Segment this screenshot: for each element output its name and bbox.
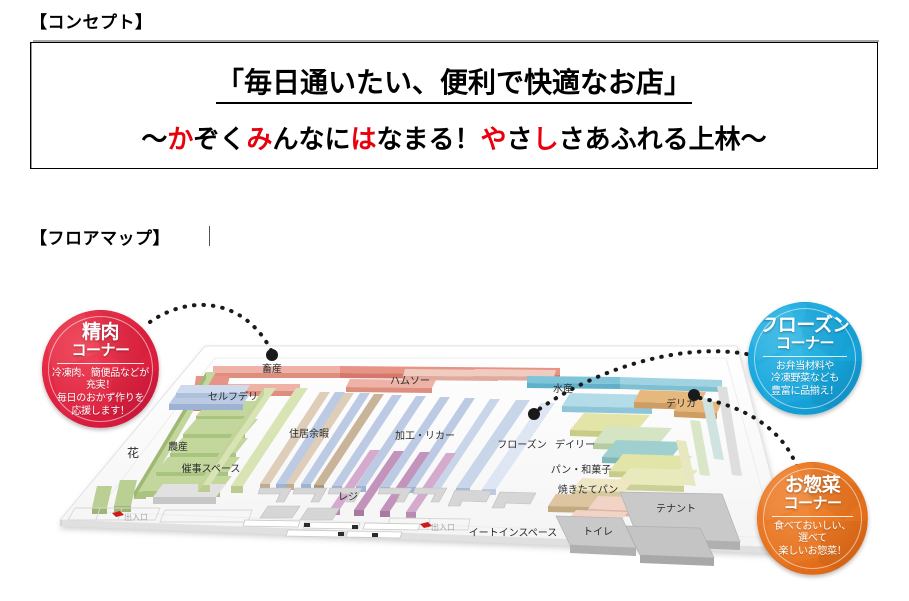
shelf-saiji-space: [153, 484, 226, 504]
text-caret: [209, 226, 210, 246]
zone-label-entrance-center: 出入口: [431, 522, 455, 532]
badge-desc-line: 冷凍野菜なども: [771, 373, 839, 385]
shelf-purple-2: [354, 451, 404, 516]
shelf-daily-5: [616, 468, 698, 492]
badge-description: お弁当材料や 冷凍野菜なども 豊富に品揃え！: [749, 361, 861, 399]
badge-desc-line: 冷凍肉、簡便品などが: [52, 367, 149, 379]
zone-label-group: 畜産 ハムソー 水産 セルフデリ 住居余暇 加工・リカー デリカ フローズン デ…: [127, 362, 696, 539]
shelf-lightgreen-long2: [231, 388, 308, 493]
zone-label-hana: 花: [127, 445, 139, 460]
concept-plain-text: ～: [141, 125, 168, 154]
badge-description: 冷凍肉、簡便品などが 充実！ 毎日のおかず作りを 応援します！: [43, 368, 158, 419]
zone-label-pan-wagashi: パン・和菓子: [551, 464, 612, 476]
connector-endpoints: [266, 349, 700, 420]
concept-highlight-char: や: [480, 125, 507, 154]
badge-title-line2: コーナー: [775, 335, 835, 353]
concept-highlight-char: は: [350, 125, 377, 154]
badge-desc-line: 充実！: [85, 380, 116, 392]
toilet-area: [555, 515, 637, 556]
badge-description: 食べておいしい、 選べて 楽しいお惣菜！: [758, 521, 867, 559]
badge-frozen-corner[interactable]: フローズン コーナー お弁当材料や 冷凍野菜なども 豊富に品揃え！: [748, 302, 862, 415]
zone-label-self-deli: セルフデリ: [208, 390, 258, 403]
badge-separator: [57, 362, 144, 364]
zone-label-yakitate-pan: 焼きたてパン: [558, 484, 619, 496]
concept-plain-text: さ: [506, 125, 533, 154]
concept-plain-text: んなに: [272, 125, 351, 154]
connector-lines: [148, 302, 802, 478]
marker-frozen: [528, 408, 540, 420]
shelf-hana-1: [114, 480, 137, 512]
cart-rail-dots: [304, 523, 378, 537]
badge-title-line1: 精肉: [81, 322, 120, 343]
shelf-lightgreen-long: [198, 388, 276, 492]
shelf-group: [67, 366, 742, 566]
marker-delica: [688, 389, 700, 401]
zone-label-entrance-left: 出入口: [124, 512, 148, 522]
connector-frozen: [536, 349, 758, 412]
checkout-group: [257, 487, 537, 521]
badge-desc-line: お弁当材料や: [775, 360, 835, 372]
badge-title: お惣菜 コーナー: [758, 476, 867, 512]
zone-label-register: レジ: [338, 492, 358, 503]
badge-separator: [763, 355, 847, 357]
concept-slogan-secondary: ～かぞくみんなにはなまる！やさしさあふれる上林～: [31, 119, 877, 156]
zone-label-hamuso: ハムソー: [390, 375, 430, 387]
shelf-right-wall: [676, 386, 742, 486]
concept-plain-text: さあふれる上林～: [558, 125, 767, 154]
concept-plain-text: なまる！: [376, 125, 481, 154]
badge-desc-line: 食べておいしい、: [774, 520, 851, 532]
floormap-heading: 【フロアマップ】: [30, 229, 170, 248]
zone-label-delica: デリカ: [666, 397, 696, 410]
marker-chikusan: [266, 349, 278, 361]
zone-label-toilet: トイレ: [583, 527, 613, 538]
zone-label-jukyo-yoka: 住居余暇: [289, 427, 329, 440]
concept-highlight-char: し: [532, 125, 559, 154]
badge-title-line2: コーナー: [71, 342, 130, 360]
shelf-purple-4: [406, 453, 456, 518]
concept-highlight-char: か: [167, 125, 194, 154]
badge-title: 精肉 コーナー: [43, 323, 158, 359]
concept-highlight-char: み: [246, 125, 273, 154]
concept-box: 「毎日通いたい、便利で快適なお店」 ～かぞくみんなにはなまる！やさしさあふれる上…: [30, 40, 879, 169]
shelf-self-deli-2: [176, 385, 250, 398]
entrance-door-marks: [112, 511, 432, 528]
badge-desc-line: 楽しいお惣菜！: [778, 546, 847, 558]
zone-label-daily: デイリー: [555, 438, 595, 451]
concept-heading: 【コンセプト】: [30, 13, 153, 32]
badge-title: フローズン コーナー: [749, 316, 861, 352]
badge-title-line1: お惣菜: [784, 475, 841, 496]
shelf-hana-2: [92, 486, 112, 514]
concept-slogan-primary-text: 「毎日通いたい、便利で快適なお店」: [215, 68, 692, 104]
zone-label-tenant: テナント: [656, 503, 696, 515]
badge-separator: [772, 515, 853, 517]
concept-slogan-primary: 「毎日通いたい、便利で快適なお店」: [31, 61, 877, 104]
tenant-area-2: [625, 525, 715, 566]
shelf-purple-3: [380, 452, 430, 517]
zone-label-saiji-space: 催事スペース: [182, 462, 241, 475]
zone-label-chikusan: 畜産: [262, 362, 282, 375]
concept-plain-text: ぞく: [193, 125, 247, 154]
floormap-illustration: 畜産 ハムソー 水産 セルフデリ 住居余暇 加工・リカー デリカ フローズン デ…: [0, 280, 909, 601]
zone-label-eat-in-space: イートインスペース: [469, 528, 558, 539]
badge-desc-line: 毎日のおかず作りを: [56, 393, 145, 405]
badge-desc-line: 選べて: [798, 533, 827, 545]
badge-title-line1: フローズン: [759, 315, 851, 336]
zone-label-nousan: 農産: [168, 440, 188, 453]
badge-deli-corner[interactable]: お惣菜 コーナー 食べておいしい、 選べて 楽しいお惣菜！: [757, 462, 868, 575]
entrance-label-group: 出入口 出入口: [124, 512, 455, 532]
zone-label-kako-liquor: 加工・リカー: [395, 430, 455, 442]
connector-meat: [148, 302, 274, 354]
badge-desc-line: 豊富に品揃え！: [771, 386, 839, 398]
zone-label-suisan: 水産: [553, 382, 573, 395]
badge-desc-line: 応援します！: [71, 406, 130, 418]
connector-deli: [698, 396, 802, 478]
zone-label-frozen: フローズン: [497, 438, 547, 451]
shelf-salmon-row: [346, 379, 436, 393]
badge-meat-corner[interactable]: 精肉 コーナー 冷凍肉、簡便品などが 充実！ 毎日のおかず作りを 応援します！: [42, 310, 159, 428]
badge-title-line2: コーナー: [783, 495, 842, 513]
cart-rails: [242, 519, 421, 539]
